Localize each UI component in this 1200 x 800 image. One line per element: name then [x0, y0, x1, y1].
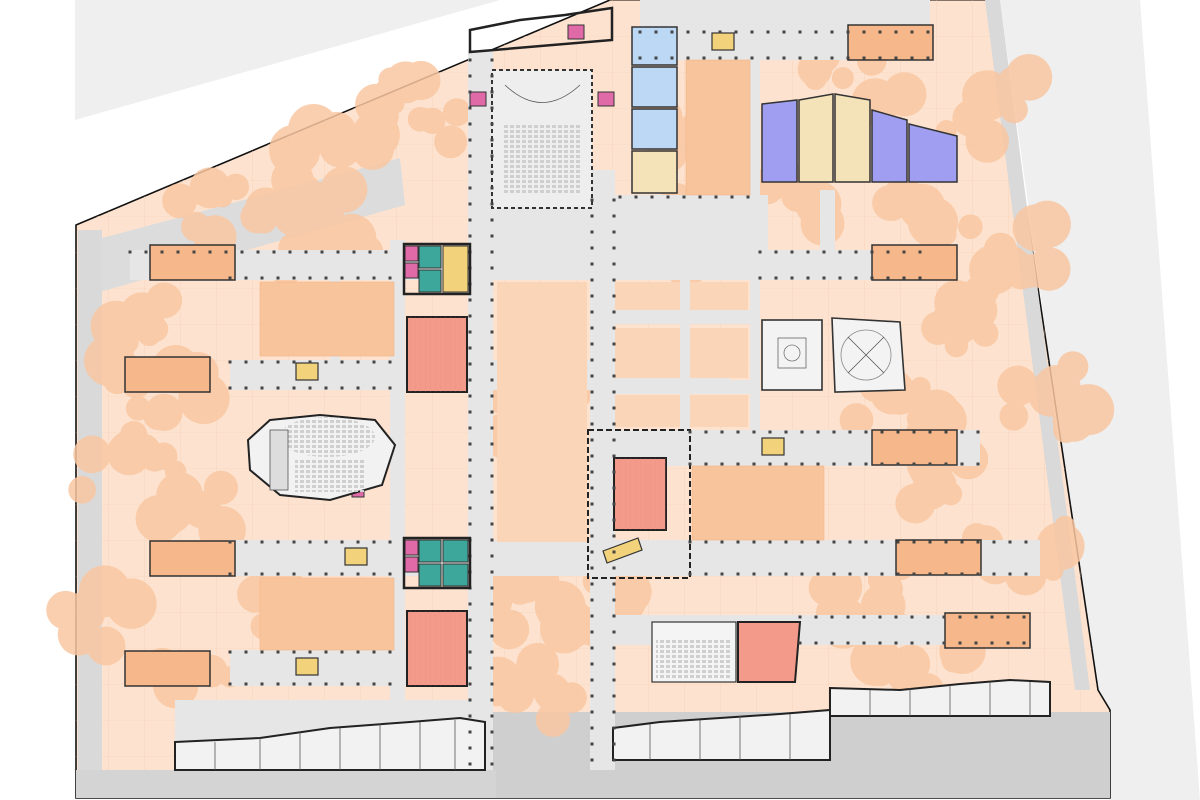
auditorium-north: [491, 69, 593, 209]
block-a3: [149, 540, 236, 577]
structural-columns: [128, 30, 1028, 766]
street-top-left: [75, 0, 500, 120]
courtyard-pavilions: [761, 317, 906, 393]
block-b2: [871, 244, 958, 281]
north-galleries: [631, 26, 958, 194]
auditorium-west: [246, 413, 397, 502]
perimeter-band-south-west: [76, 770, 496, 798]
block-b5: [944, 612, 1031, 649]
kiosks: [295, 32, 785, 676]
hall-red-4: [737, 621, 802, 683]
south-building-partitions: [214, 682, 1031, 770]
courtyard-blocks: [259, 59, 825, 651]
block-b4: [895, 539, 982, 576]
block-a1: [149, 244, 236, 281]
block-a4: [124, 650, 211, 687]
service-cores: [351, 24, 729, 637]
plaza-tiles: [497, 282, 748, 542]
housing-blocks: [124, 24, 1031, 687]
block-b3: [871, 429, 958, 466]
block-b1: [847, 24, 934, 61]
block-a2: [124, 356, 211, 393]
hall-south-center: [587, 429, 737, 683]
wall-outlines: [402, 6, 614, 590]
